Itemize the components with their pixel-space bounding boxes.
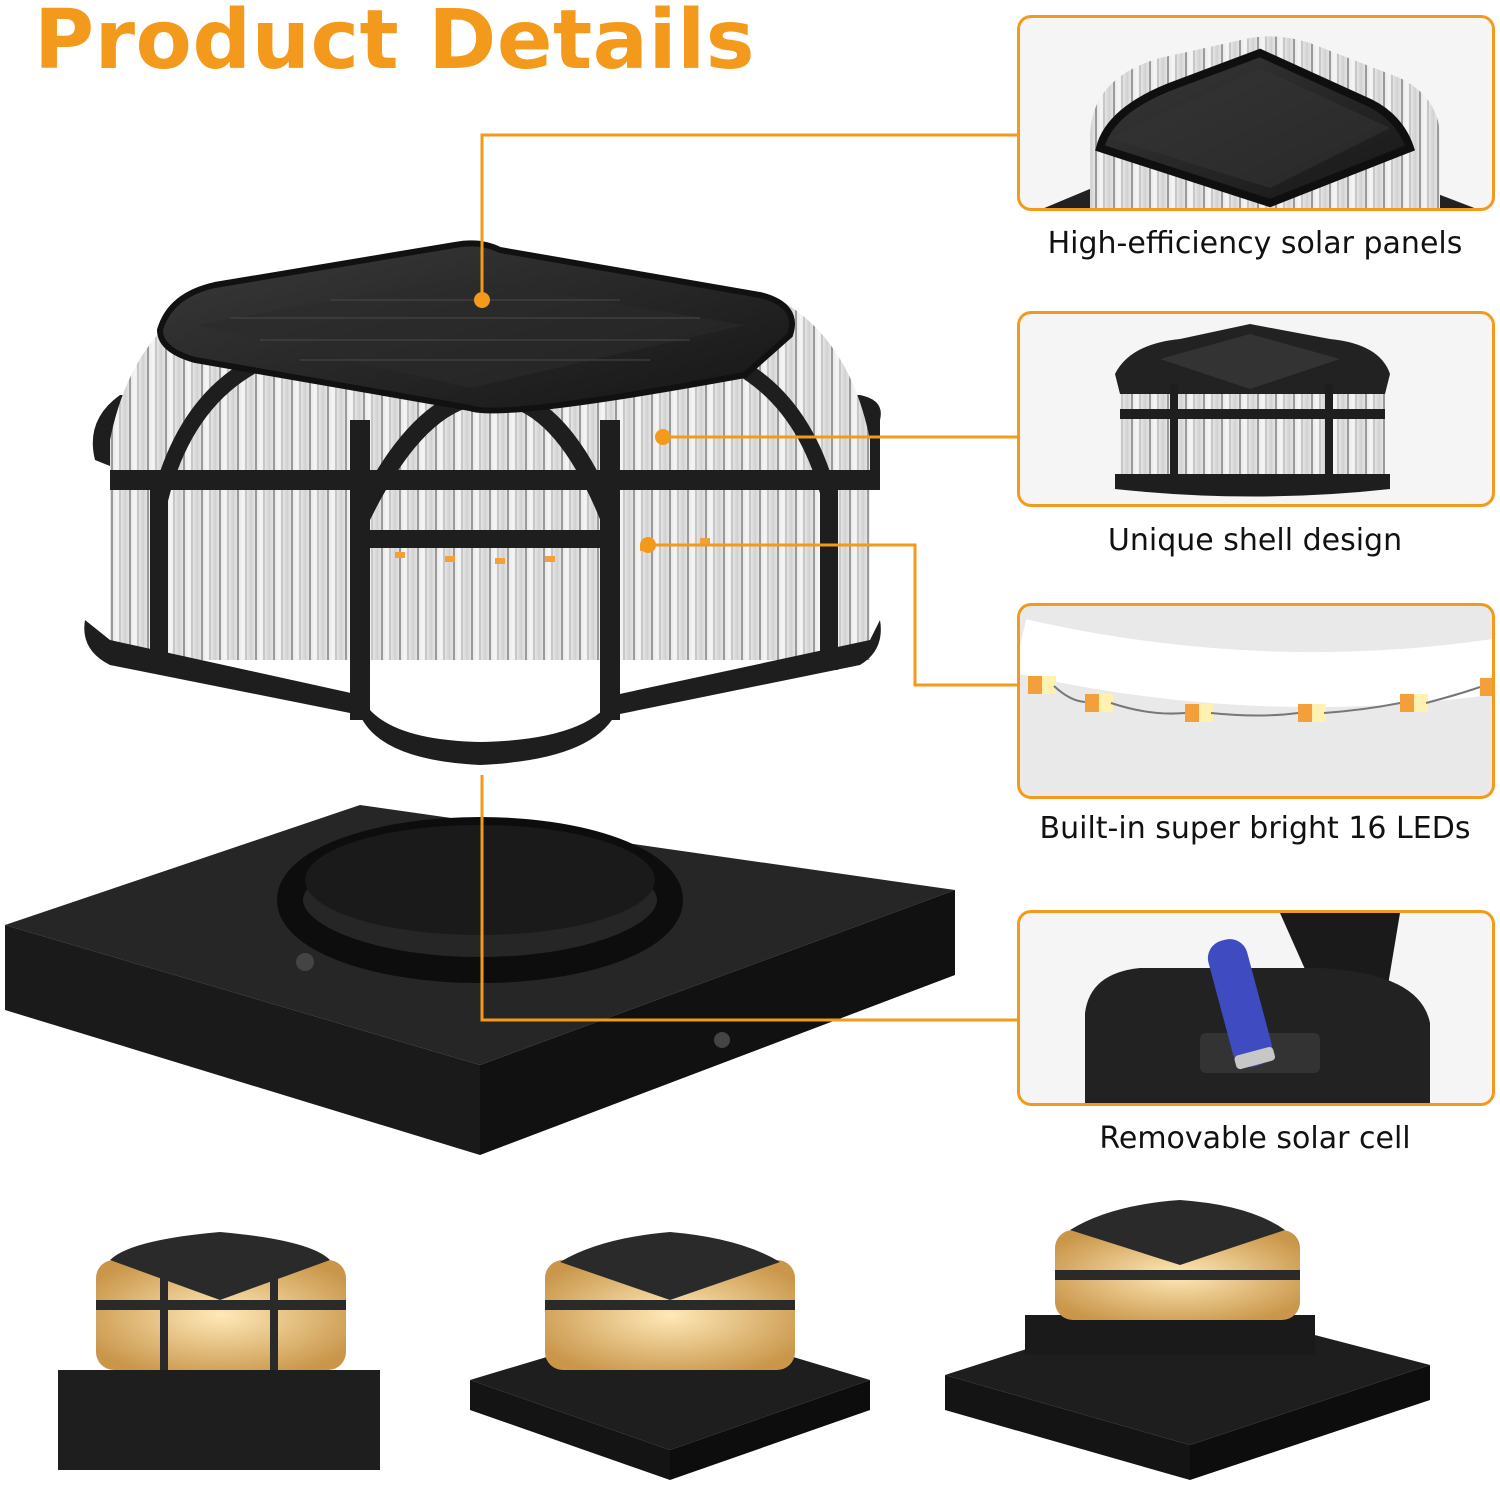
feature-label-shell: Unique shell design bbox=[1107, 523, 1403, 558]
feature-image-led-strip bbox=[1017, 603, 1495, 799]
page-title: Product Details bbox=[34, 0, 756, 88]
callout-lines bbox=[480, 133, 1017, 1022]
feature-image-shell bbox=[1017, 311, 1495, 507]
feature-label-battery: Removable solar cell bbox=[1099, 1121, 1411, 1156]
lit-lamp-2 bbox=[470, 1232, 870, 1480]
callout-dot-solar bbox=[474, 292, 490, 308]
feature-label-solar-panels: High-efficiency solar panels bbox=[1047, 226, 1463, 261]
callout-dot-leds bbox=[640, 537, 656, 553]
feature-image-solar-panels bbox=[1017, 15, 1495, 211]
lit-lamp-1 bbox=[58, 1232, 380, 1470]
callout-dot-shell bbox=[655, 429, 671, 445]
mounting-base bbox=[5, 805, 955, 1155]
feature-image-battery bbox=[1017, 910, 1495, 1106]
lamp-head bbox=[84, 240, 881, 765]
lit-lamp-3 bbox=[945, 1200, 1430, 1480]
feature-label-leds: Built-in super bright 16 LEDs bbox=[1039, 811, 1471, 846]
